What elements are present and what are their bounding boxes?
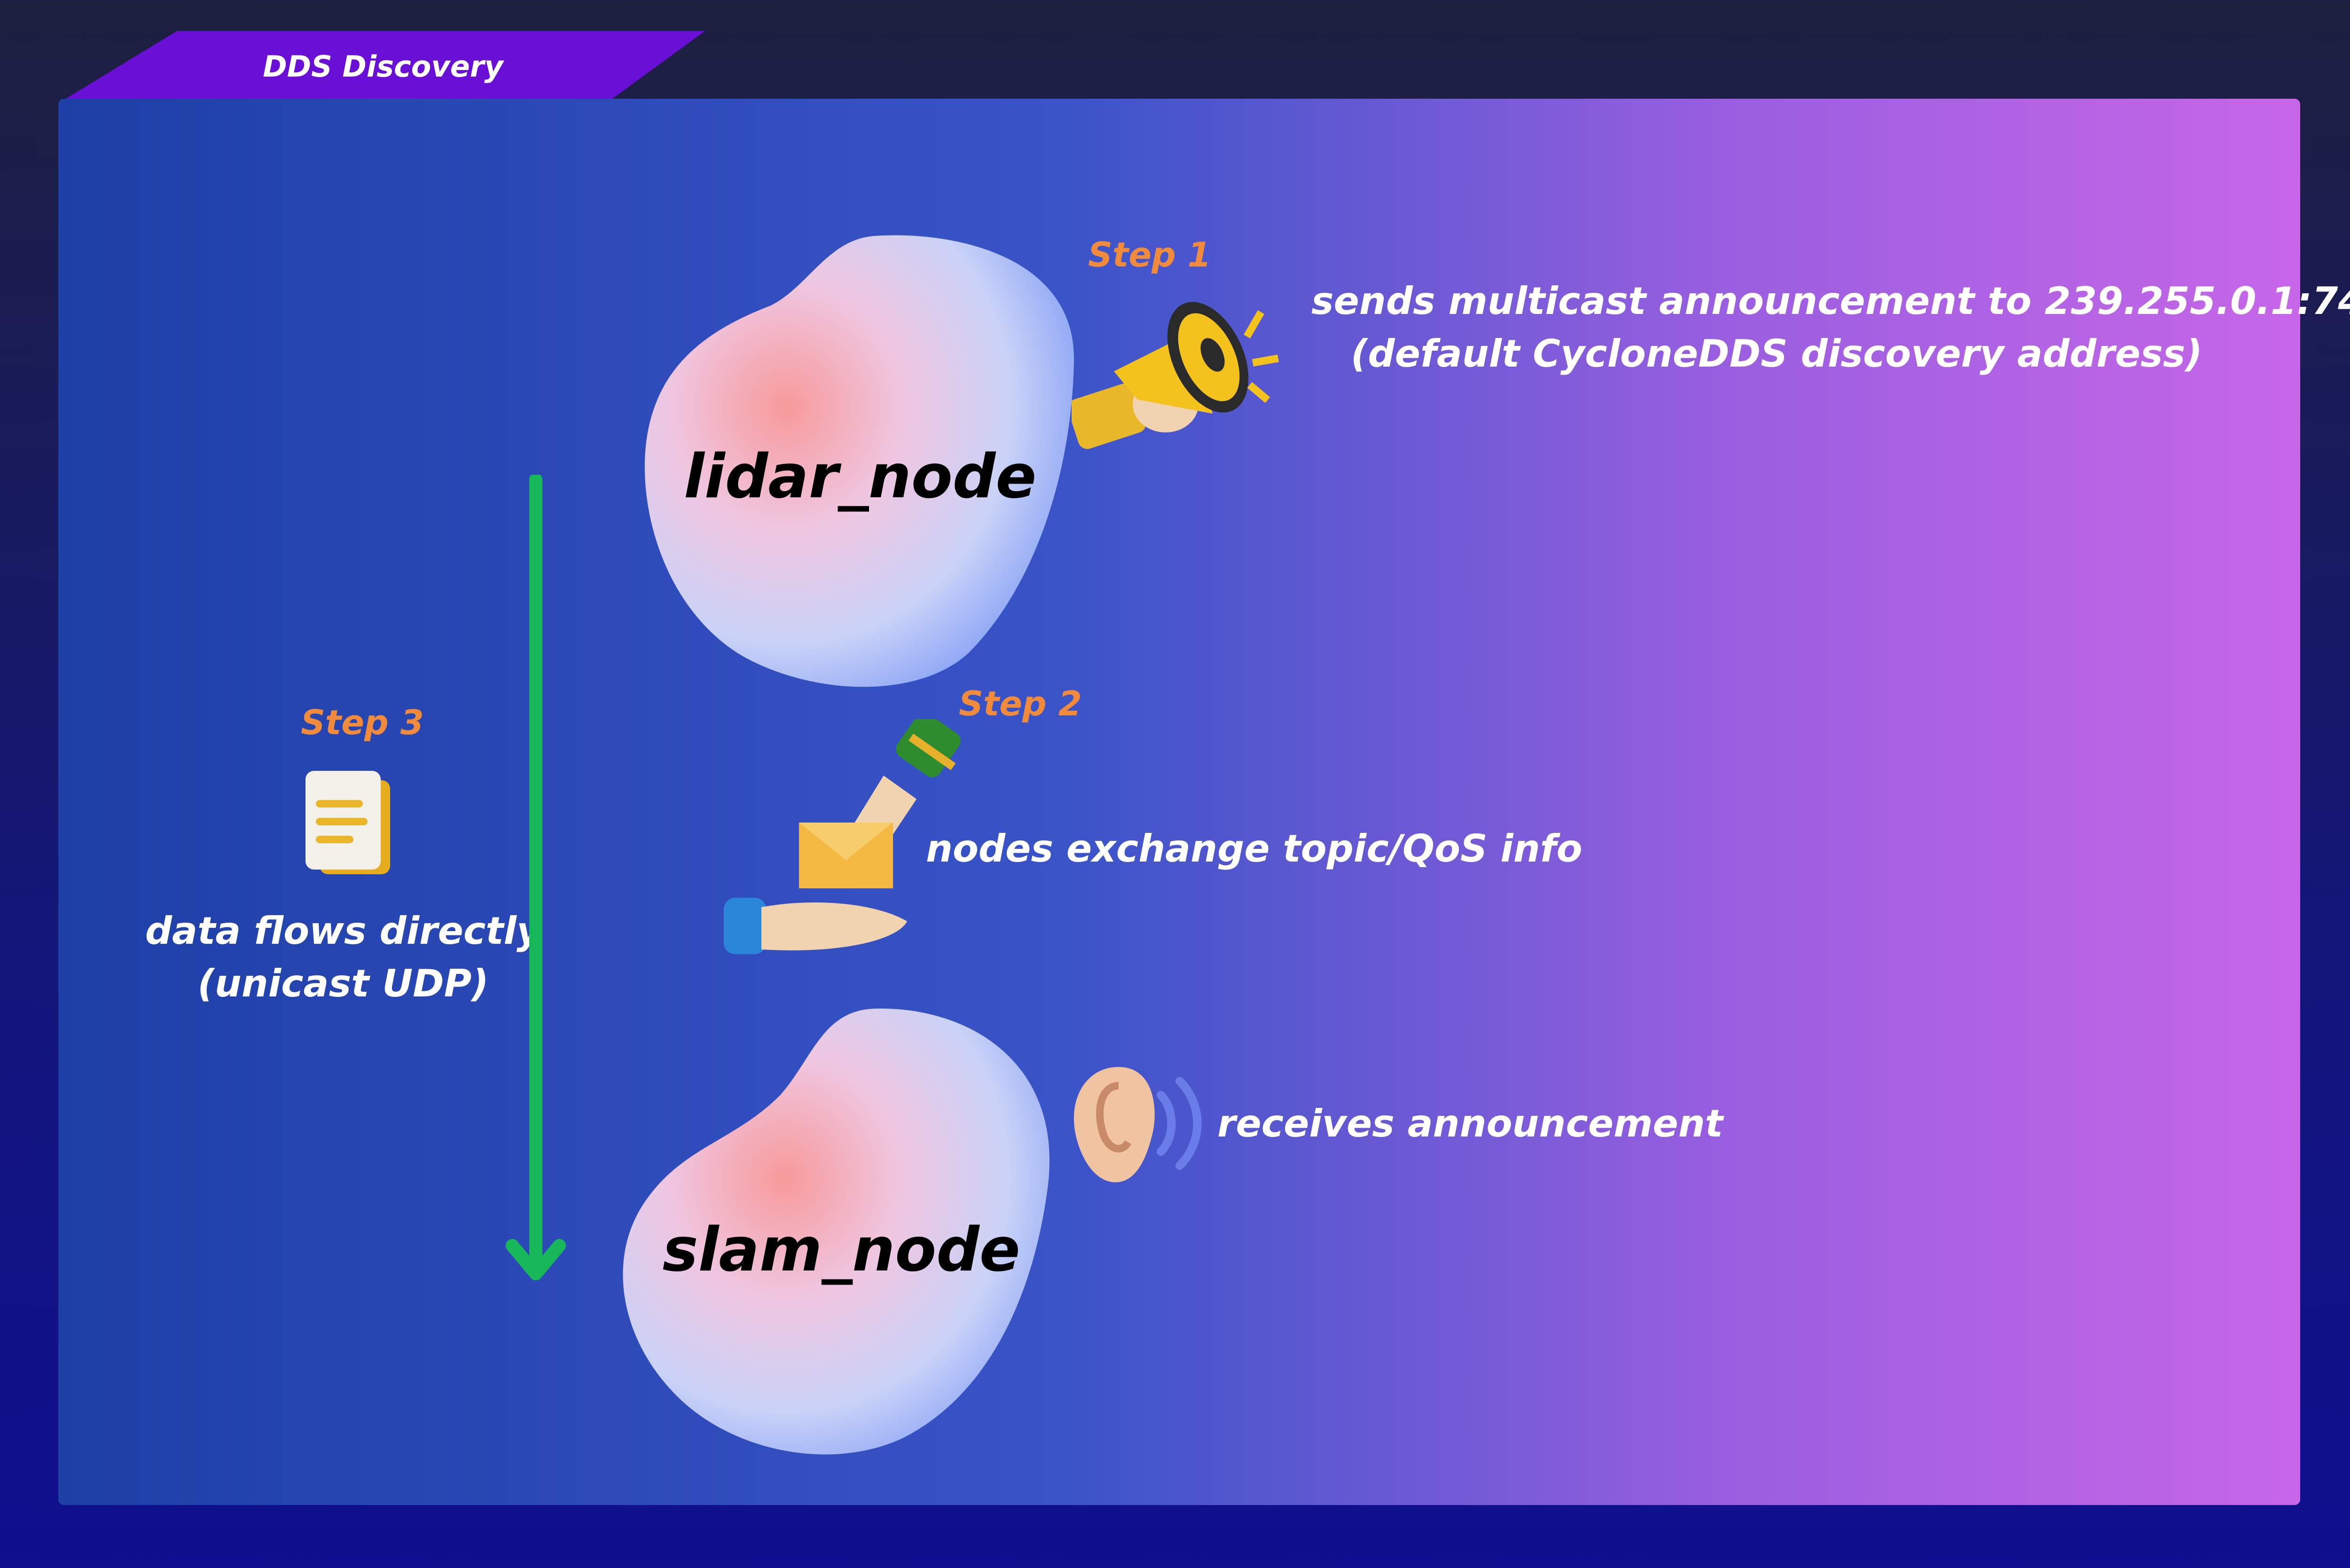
step3-label: Step 3 (301, 703, 424, 742)
receive-note: receives announcement (1217, 1102, 1723, 1145)
step2-label: Step 2 (959, 684, 1082, 723)
section-tab (61, 31, 705, 102)
step2-note: nodes exchange topic/QoS info (926, 827, 1582, 870)
step3-note-line2: (unicast UDP) (197, 962, 489, 1005)
down-arrow-icon (506, 475, 566, 1280)
lidar-node-blob (644, 235, 1074, 687)
lidar-node-label: lidar_node (683, 442, 1037, 512)
slam-node-label: slam_node (662, 1215, 1020, 1285)
document-icon (306, 771, 390, 874)
step1-note-line1: sends multicast announcement to 239.255.… (1311, 279, 2350, 323)
megaphone-hand-icon (1072, 302, 1279, 449)
envelope-handoff-icon (724, 719, 961, 954)
ear-icon (1073, 1067, 1202, 1183)
slam-node-blob (623, 1008, 1050, 1455)
step3-note-line1: data flows directly (145, 909, 541, 953)
step1-note-line2: (default CycloneDDS discovery address) (1350, 332, 2203, 376)
step1-label: Step 1 (1088, 235, 1211, 274)
section-tab-label: DDS Discovery (263, 49, 503, 84)
